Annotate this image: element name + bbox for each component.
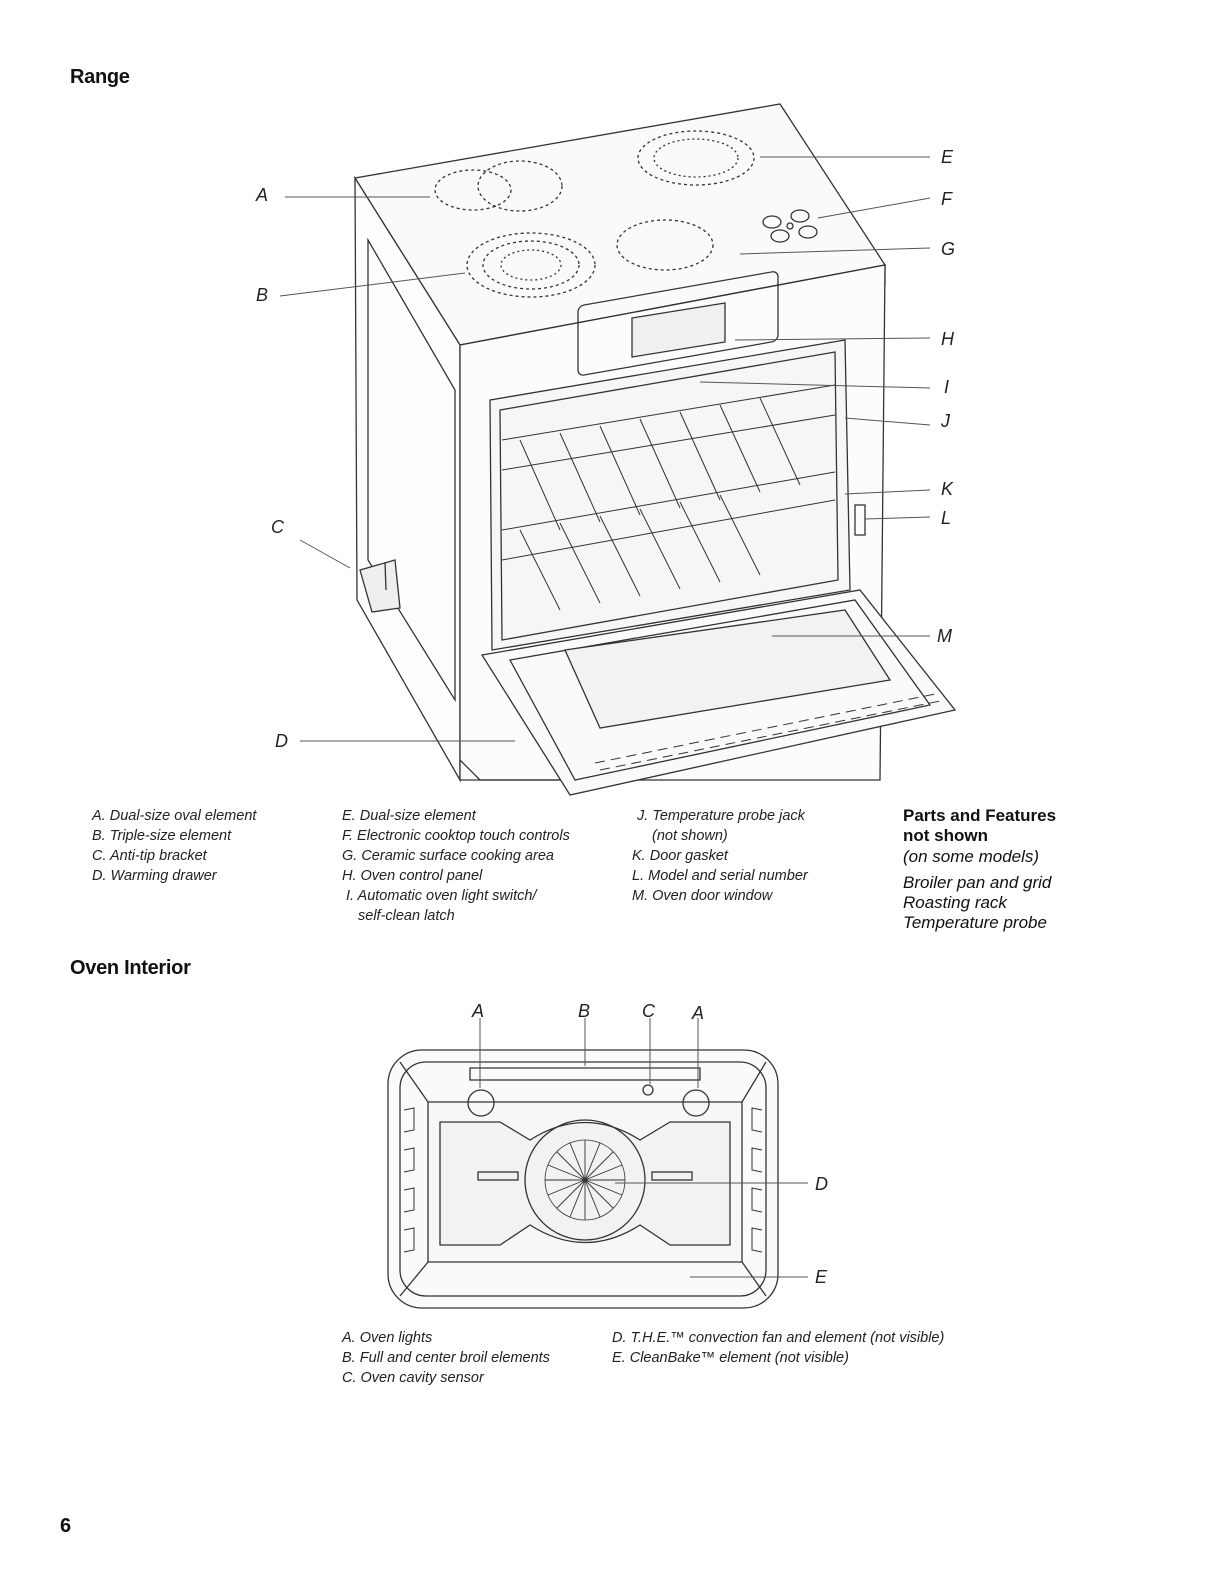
range-callout-k: K <box>941 479 954 499</box>
caption-m: M. Oven door window <box>632 888 773 904</box>
range-callout-b: B <box>256 285 269 305</box>
interior-callout-b: B <box>578 1001 591 1021</box>
range-callout-e: E <box>941 147 954 167</box>
range-callout-d: D <box>275 731 288 751</box>
caption-j: J. Temperature probe jack <box>637 808 805 824</box>
range-callout-j: J <box>941 411 950 431</box>
parts-not-shown-title-2: not shown <box>903 826 988 845</box>
range-captions-col3: J. Temperature probe jack (not shown) K.… <box>632 806 808 906</box>
range-heading: Range <box>70 66 130 88</box>
oven-interior-illustration <box>387 1018 808 1309</box>
caption-l: L. Model and serial number <box>632 868 808 884</box>
caption-e: E. Dual-size element <box>342 808 476 824</box>
range-callout-h: H <box>941 329 954 349</box>
interior-callout-a-2: A <box>692 1003 705 1023</box>
interior-caption-d: D. T.H.E.™ convection fan and element (n… <box>612 1330 945 1346</box>
caption-f: F. Electronic cooktop touch controls <box>342 828 570 844</box>
range-captions-col1: A. Dual-size oval element B. Triple-size… <box>92 806 256 886</box>
parts-not-shown-item: Broiler pan and grid <box>903 873 1052 892</box>
caption-h: H. Oven control panel <box>342 868 483 884</box>
parts-not-shown: Parts and Features not shown (on some mo… <box>903 806 1103 933</box>
parts-not-shown-item: Temperature probe <box>903 913 1047 932</box>
interior-captions-col1: A. Oven lights B. Full and center broil … <box>342 1328 550 1388</box>
caption-i: I. Automatic oven light switch/ <box>346 888 537 904</box>
caption-k: K. Door gasket <box>632 848 728 864</box>
interior-caption-a: A. Oven lights <box>342 1330 433 1346</box>
caption-a: A. Dual-size oval element <box>92 808 257 824</box>
range-callout-i: I <box>944 377 950 397</box>
interior-callout-e: E <box>815 1267 828 1287</box>
parts-not-shown-subtitle: (on some models) <box>903 847 1040 866</box>
page-number: 6 <box>60 1515 72 1537</box>
interior-caption-b: B. Full and center broil elements <box>342 1350 550 1366</box>
interior-callout-a: A <box>472 1001 485 1021</box>
range-illustration <box>279 103 957 796</box>
interior-callout-d: D <box>815 1174 828 1194</box>
interior-caption-e: E. CleanBake™ element (not visible) <box>612 1350 849 1366</box>
interior-captions-col2: D. T.H.E.™ convection fan and element (n… <box>612 1328 944 1368</box>
caption-g: G. Ceramic surface cooking area <box>342 848 554 864</box>
caption-c: C. Anti-tip bracket <box>92 848 207 864</box>
interior-callout-c: C <box>642 1001 655 1021</box>
range-captions-col2: E. Dual-size element F. Electronic cookt… <box>342 806 570 926</box>
caption-b: B. Triple-size element <box>92 828 232 844</box>
interior-caption-c: C. Oven cavity sensor <box>342 1370 484 1386</box>
range-callout-m: M <box>937 626 952 646</box>
oven-interior-heading: Oven Interior <box>70 957 191 979</box>
range-callout-g: G <box>941 239 956 259</box>
range-callout-c: C <box>271 517 284 537</box>
range-callout-f: F <box>941 189 952 209</box>
caption-i-cont: self-clean latch <box>358 908 455 924</box>
caption-d: D. Warming drawer <box>92 868 217 884</box>
range-callout-l: L <box>941 508 952 528</box>
parts-not-shown-title-1: Parts and Features <box>903 806 1057 825</box>
caption-j-cont: (not shown) <box>652 828 728 844</box>
parts-not-shown-item: Roasting rack <box>903 893 1007 912</box>
range-callout-a: A <box>256 185 269 205</box>
